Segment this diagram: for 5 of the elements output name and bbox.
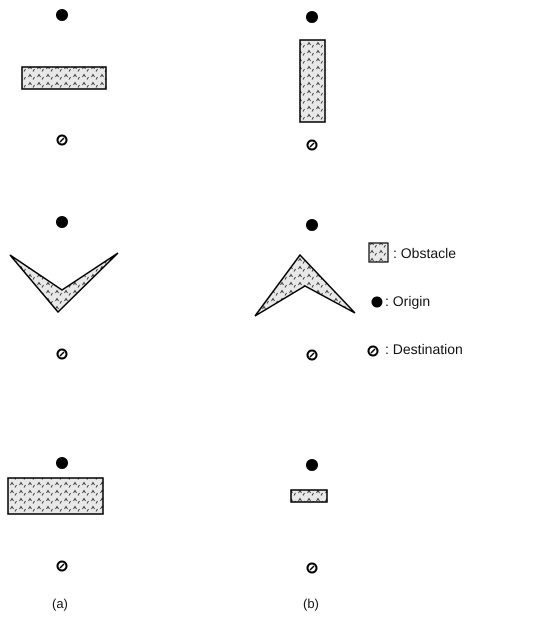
panel-label: (b) (303, 596, 319, 612)
legend-label: : Obstacle (393, 245, 456, 261)
panel-label: (a) (52, 596, 68, 612)
legend-label: : Destination (385, 341, 463, 357)
legend-label: : Origin (385, 293, 430, 309)
